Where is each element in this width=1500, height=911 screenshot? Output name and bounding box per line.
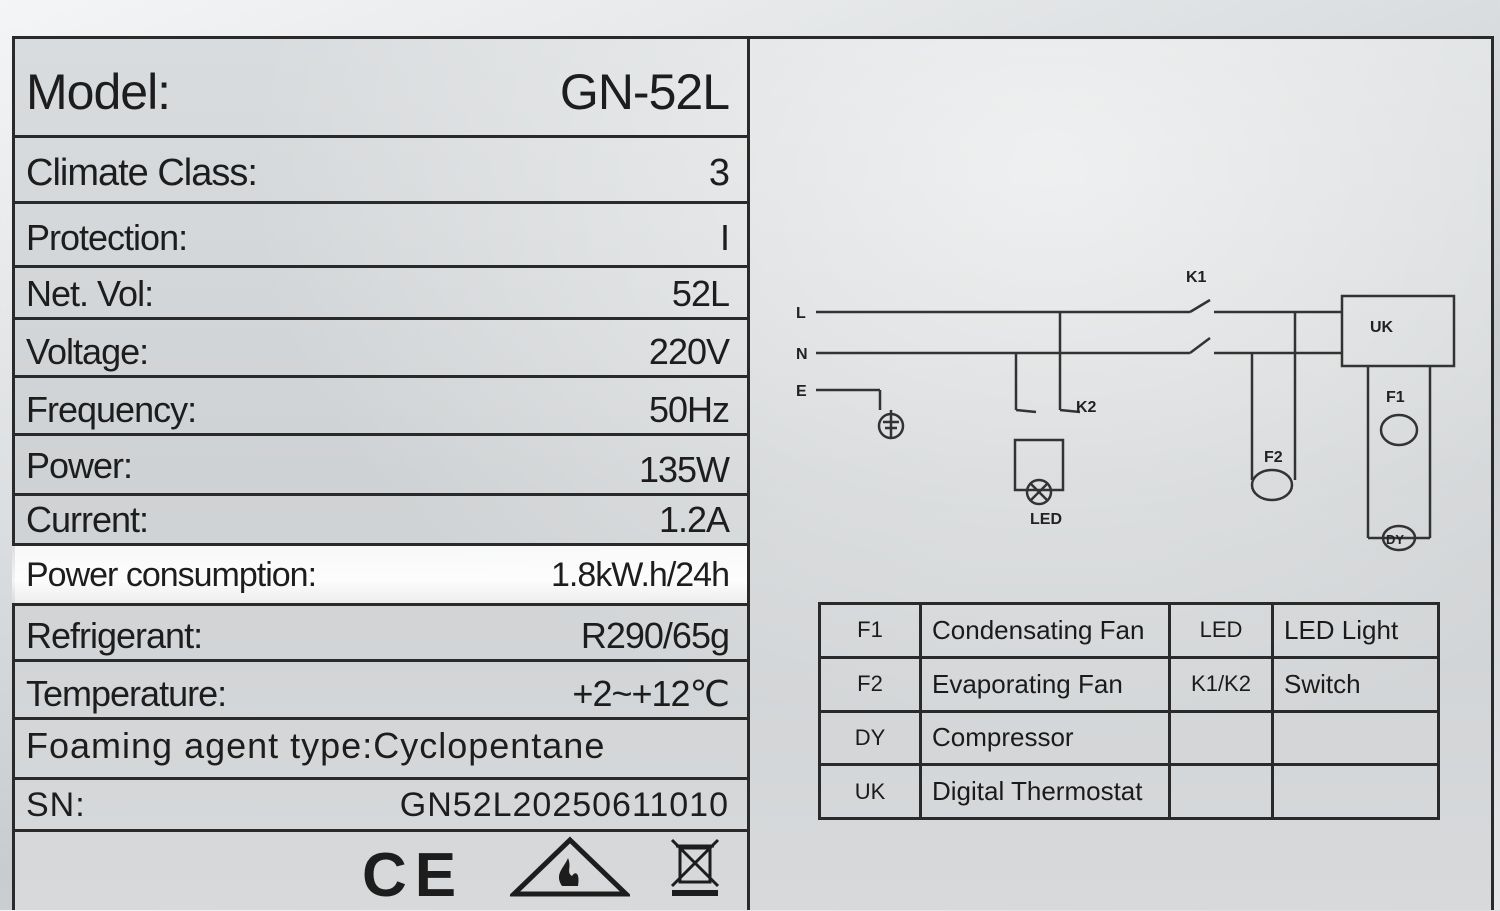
spec-value: 50Hz bbox=[648, 389, 730, 430]
spec-row-model: Model: GN-52L bbox=[12, 36, 747, 138]
legend-code: LED bbox=[1168, 602, 1274, 659]
spec-row-climate-class: Climate Class: 3 bbox=[12, 138, 747, 204]
legend-row: UK Digital Thermostat bbox=[818, 763, 1440, 820]
spec-value: R290/65g bbox=[580, 615, 730, 656]
spec-label: Protection: bbox=[26, 217, 188, 258]
legend-desc: Switch bbox=[1271, 655, 1440, 713]
f1-label: F1 bbox=[1386, 389, 1405, 406]
spec-label: Temperature: bbox=[26, 673, 227, 714]
spec-label: Power consumption: bbox=[26, 556, 317, 594]
spec-label: Net. Vol: bbox=[26, 273, 154, 314]
terminal-e-label: E bbox=[796, 383, 807, 400]
weee-bin-icon bbox=[670, 838, 720, 896]
spec-value: 135W bbox=[638, 449, 730, 490]
legend-table: F1 Condensating Fan LED LED Light F2 Eva… bbox=[818, 602, 1440, 820]
spec-label: Climate Class: bbox=[26, 152, 258, 194]
spec-value: GN-52L bbox=[559, 64, 730, 120]
legend-desc: Digital Thermostat bbox=[919, 763, 1171, 820]
spec-label: Current: bbox=[26, 499, 149, 540]
k2-label: K2 bbox=[1076, 399, 1097, 416]
led-label: LED bbox=[1030, 511, 1062, 528]
legend-desc: Evaporating Fan bbox=[919, 655, 1171, 713]
legend-desc: Compressor bbox=[919, 709, 1171, 767]
legend-row: F2 Evaporating Fan K1/K2 Switch bbox=[818, 655, 1440, 713]
spec-value: 3 bbox=[708, 152, 730, 194]
spec-row-power: Power: 135W bbox=[12, 436, 747, 496]
spec-label: Refrigerant: bbox=[26, 615, 203, 656]
spec-row-temperature: Temperature: +2~+12℃ bbox=[12, 662, 747, 720]
spec-value: 1.2A bbox=[658, 499, 730, 540]
sn-value: GN52L20250611010 bbox=[399, 786, 729, 824]
spec-value: 220V bbox=[648, 331, 730, 372]
spec-value: 52L bbox=[671, 273, 730, 314]
legend-code bbox=[1168, 763, 1274, 820]
uk-label: UK bbox=[1370, 319, 1394, 336]
spec-row-sn: SN: GN52L20250611010 bbox=[12, 780, 747, 832]
spec-row-protection: Protection: I bbox=[12, 204, 747, 268]
spec-value: 1.8kW.h/24h bbox=[550, 556, 730, 594]
spec-label: Model: bbox=[26, 64, 171, 120]
legend-row: F1 Condensating Fan LED LED Light bbox=[818, 602, 1440, 659]
spec-row-current: Current: 1.2A bbox=[12, 496, 747, 546]
foaming-agent-text: Foaming agent type:Cyclopentane bbox=[26, 725, 606, 766]
spec-table: Model: GN-52L Climate Class: 3 Protectio… bbox=[12, 36, 750, 910]
legend-code: DY bbox=[818, 709, 922, 767]
f2-label: F2 bbox=[1264, 449, 1283, 466]
spec-label: Frequency: bbox=[26, 389, 197, 430]
legend-row: DY Compressor bbox=[818, 709, 1440, 767]
spec-row-voltage: Voltage: 220V bbox=[12, 320, 747, 378]
spec-row-net-vol: Net. Vol: 52L bbox=[12, 268, 747, 320]
legend-desc: LED Light bbox=[1271, 602, 1440, 659]
flammable-warning-icon bbox=[510, 836, 630, 897]
k1-label: K1 bbox=[1186, 269, 1207, 286]
legend-desc bbox=[1271, 709, 1440, 767]
terminal-n-label: N bbox=[796, 346, 808, 363]
legend-code: F2 bbox=[818, 655, 922, 713]
sn-label: SN: bbox=[26, 786, 86, 824]
spec-row-power-consumption: Power consumption: 1.8kW.h/24h bbox=[12, 546, 747, 606]
spec-row-frequency: Frequency: 50Hz bbox=[12, 378, 747, 436]
spec-value: I bbox=[719, 217, 730, 258]
legend-code: F1 bbox=[818, 602, 922, 659]
spec-value: +2~+12℃ bbox=[572, 673, 730, 714]
legend-code: K1/K2 bbox=[1168, 655, 1274, 713]
spec-row-foaming-agent: Foaming agent type:Cyclopentane bbox=[12, 720, 747, 780]
dy-label: DY bbox=[1386, 532, 1404, 547]
spec-label: Power: bbox=[26, 445, 133, 486]
spec-label: Voltage: bbox=[26, 331, 149, 372]
spec-row-refrigerant: Refrigerant: R290/65g bbox=[12, 606, 747, 662]
legend-code bbox=[1168, 709, 1274, 767]
wiring-diagram: L N E K1 K2 UK F1 F2 LED DY bbox=[796, 269, 1456, 552]
legend-code: UK bbox=[818, 763, 922, 820]
legend-desc: Condensating Fan bbox=[919, 602, 1171, 659]
terminal-l-label: L bbox=[796, 305, 806, 322]
ce-mark: CE bbox=[362, 841, 465, 910]
legend-desc bbox=[1271, 763, 1440, 820]
